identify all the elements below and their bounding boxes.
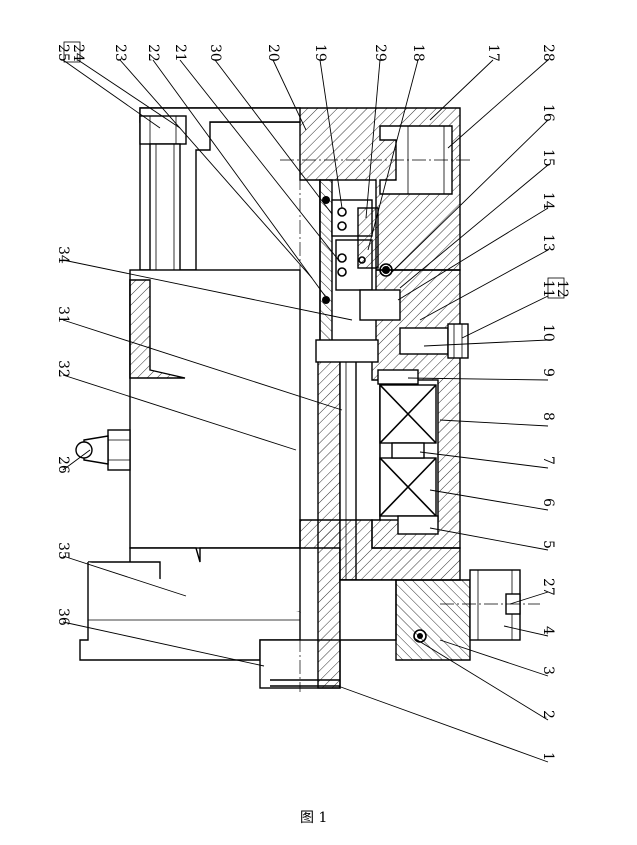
label-8: 8 — [540, 412, 556, 421]
label-9: 9 — [540, 368, 556, 377]
label-17: 17 — [485, 44, 501, 62]
label-21: 21 — [172, 44, 188, 62]
label-18: 18 — [410, 44, 426, 62]
label-4: 4 — [540, 626, 556, 635]
label-32: 32 — [55, 360, 71, 378]
label-12: 12 — [554, 280, 570, 298]
label-36: 36 — [55, 608, 71, 626]
grease-nipple-26 — [75, 429, 131, 471]
label-30: 30 — [207, 44, 223, 62]
label-22: 22 — [145, 44, 161, 62]
figure-caption: 图 1 — [300, 810, 327, 826]
label-15: 15 — [540, 149, 556, 167]
label-28: 28 — [540, 44, 556, 62]
label-27: 27 — [540, 578, 556, 596]
leader-lines — [62, 59, 549, 763]
spacer-7 — [391, 442, 425, 459]
label-25: 25 — [55, 44, 71, 62]
label-20: 20 — [265, 44, 281, 62]
springs — [337, 207, 366, 277]
label-19: 19 — [312, 44, 328, 62]
label-6: 6 — [540, 498, 556, 507]
nut-27 — [440, 569, 540, 641]
label-29: 29 — [372, 44, 388, 62]
label-5: 5 — [540, 540, 556, 549]
label-34: 34 — [55, 246, 71, 264]
label-31: 31 — [55, 306, 71, 324]
main-housing-32 — [129, 269, 301, 549]
label-7: 7 — [540, 456, 556, 465]
label-2: 2 — [540, 710, 556, 719]
lower-body-3 — [299, 519, 471, 661]
label-3: 3 — [540, 666, 556, 675]
bearing-upper — [379, 384, 437, 444]
ring-5 — [397, 515, 439, 535]
label-35: 35 — [55, 542, 71, 560]
centre-lines — [280, 110, 470, 692]
piston-region — [315, 179, 401, 363]
label-14: 14 — [540, 192, 556, 210]
o-rings — [322, 196, 393, 304]
ring-9 — [377, 369, 419, 385]
label-13: 13 — [540, 234, 556, 252]
screw-10 — [399, 323, 469, 359]
label-26: 26 — [55, 456, 71, 474]
part-labels: 25 24 23 22 21 30 20 19 29 18 17 28 16 1… — [55, 41, 570, 761]
label-16: 16 — [540, 104, 556, 122]
bearing-lower — [379, 457, 437, 517]
label-24: 24 — [70, 44, 86, 62]
label-1: 1 — [540, 752, 556, 761]
label-10: 10 — [540, 324, 556, 342]
label-23: 23 — [112, 44, 128, 62]
